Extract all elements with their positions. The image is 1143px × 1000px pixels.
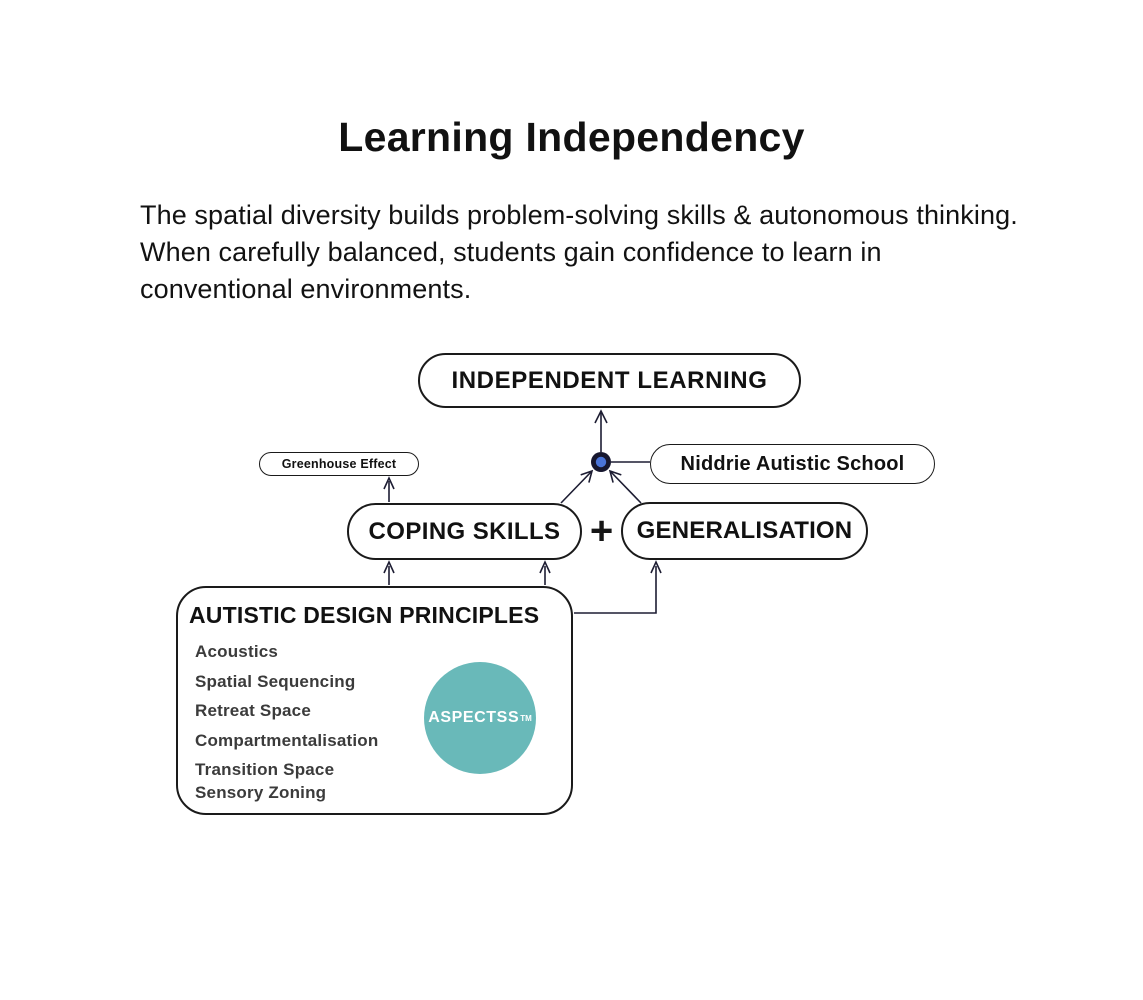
principle-item: Retreat Space <box>195 701 311 720</box>
arrow-generalisation-to-dot <box>608 469 642 504</box>
page-title: Learning Independency <box>338 114 805 160</box>
node-coping-skills: COPING SKILLS <box>347 503 582 560</box>
arrow-principles-to-coping-right <box>539 560 551 585</box>
node-niddrie-autistic-school: Niddrie Autistic School <box>650 444 935 484</box>
junction-dot <box>591 452 611 472</box>
principle-item: Sensory Zoning <box>195 782 327 802</box>
arrow-coping-to-dot <box>560 469 594 504</box>
principle-item: Transition Space <box>195 760 335 779</box>
principle-item: Acoustics <box>195 642 279 661</box>
node-independent-learning: INDEPENDENT LEARNING <box>418 353 801 408</box>
node-greenhouse-effect: Greenhouse Effect <box>259 452 419 476</box>
arrow-coping-to-greenhouse <box>383 476 395 502</box>
node-autistic-design-principles: AUTISTIC DESIGN PRINCIPLES Acoustics Spa… <box>176 586 573 815</box>
aspectss-trademark: TM <box>520 713 532 723</box>
arrow-principles-to-coping-left <box>383 560 395 585</box>
principle-item: Compartmentalisation <box>195 730 379 750</box>
arrow-principles-to-generalisation <box>574 560 662 614</box>
node-generalisation: GENERALISATION <box>621 502 868 560</box>
plus-operator: + <box>589 508 614 553</box>
intro-paragraph: The spatial diversity builds problem-sol… <box>140 200 1018 304</box>
principles-list: Acoustics Spatial Sequencing Retreat Spa… <box>195 637 378 807</box>
principles-heading: AUTISTIC DESIGN PRINCIPLES <box>189 602 540 628</box>
arrow-dot-to-independent-learning <box>594 409 608 452</box>
principle-item: Spatial Sequencing <box>195 671 356 691</box>
aspectss-label: ASPECTSS <box>428 709 520 726</box>
